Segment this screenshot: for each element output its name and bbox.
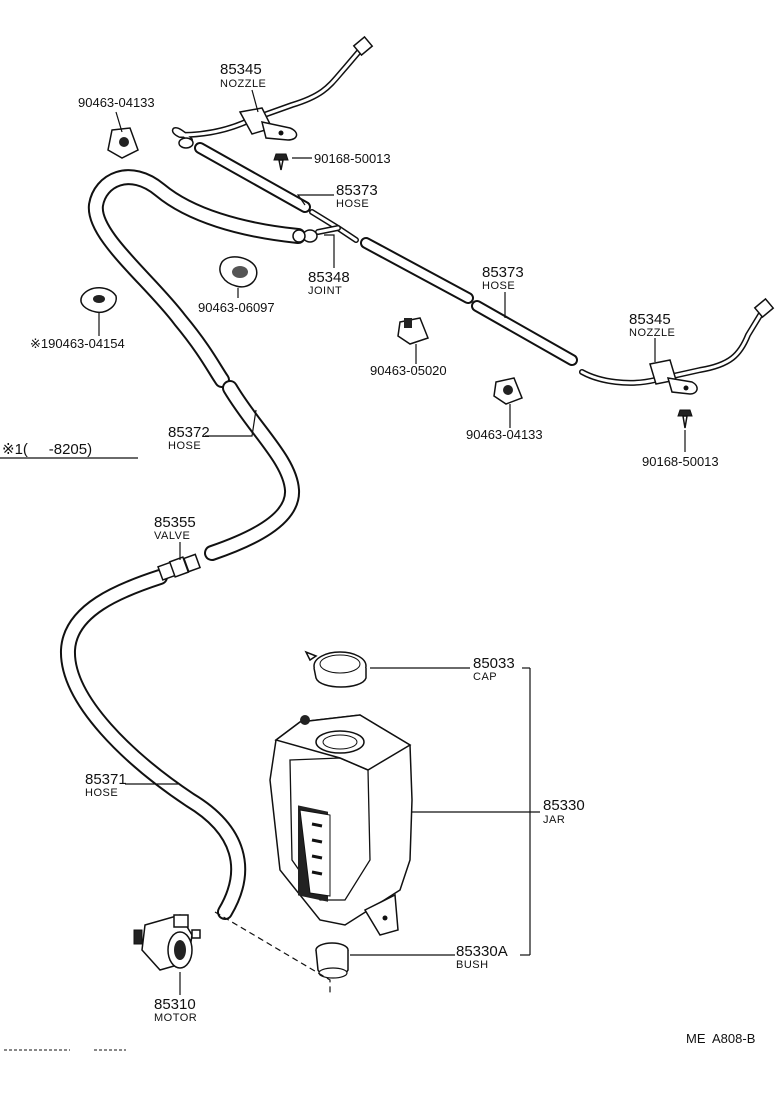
clip-mid-drawing: [397, 317, 429, 345]
clip-left-drawing: [107, 127, 139, 159]
label-clip-mid-num: 90463-05020: [370, 363, 447, 378]
label-valve-num: 85355: [154, 514, 196, 531]
label-motor-num: 85310: [154, 996, 196, 1013]
label-clip-star-num: ※190463-04154: [30, 336, 125, 351]
label-nozzle-left-num: 85345: [220, 61, 262, 78]
label-hose-lower-num: 85371: [85, 771, 127, 788]
valve-drawing: [157, 553, 201, 581]
label-jar-num: 85330: [543, 797, 585, 814]
label-hose-mid-num: 85372: [168, 424, 210, 441]
label-hose-upper-name: HOSE: [336, 198, 369, 210]
label-valve-name: VALVE: [154, 530, 190, 542]
screw-right-drawing: [677, 409, 693, 429]
leader-lines: [0, 89, 686, 995]
label-nozzle-right-name: NOZZLE: [629, 327, 675, 339]
label-hose-mid-name: HOSE: [168, 440, 201, 452]
nozzle-left-drawing: [171, 35, 374, 149]
label-clip-right-num: 90463-04133: [466, 427, 543, 442]
label-clip-left-num: 90463-04133: [78, 95, 155, 110]
label-bush-name: BUSH: [456, 959, 489, 971]
joint-drawing: [292, 209, 359, 243]
label-nozzle-left-name: NOZZLE: [220, 78, 266, 90]
clip-star-drawing: [80, 287, 117, 314]
hose-85371-drawing: [60, 569, 247, 920]
grommet-drawing: [219, 256, 258, 288]
label-screw-left-num: 90168-50013: [314, 151, 391, 166]
hose-85373-upper-drawing: [194, 142, 311, 213]
clip-right-drawing: [493, 377, 523, 405]
label-hose-lower-name: HOSE: [85, 787, 118, 799]
motor-drawing: [133, 914, 201, 971]
page-code: ME A808-B: [686, 1031, 755, 1046]
label-bush-num: 85330A: [456, 943, 508, 960]
label-nozzle-right-num: 85345: [629, 311, 671, 328]
bush-drawing: [315, 942, 349, 979]
label-cap-num: 85033: [473, 655, 515, 672]
hose-85373-right-drawing: [360, 237, 578, 366]
label-hose-right-name: HOSE: [482, 280, 515, 292]
label-cap-name: CAP: [473, 671, 497, 683]
label-grommet-num: 90463-06097: [198, 300, 275, 315]
cap-drawing: [304, 650, 367, 688]
assembly-dashed-line: [214, 911, 331, 995]
label-jar-name: JAR: [543, 814, 565, 826]
nozzle-right-drawing: [579, 297, 775, 395]
hose-85372-drawing: [87, 169, 306, 561]
jar-drawing: [269, 714, 413, 936]
label-hose-upper-num: 85373: [336, 182, 378, 199]
label-footnote: ※1( -8205): [2, 441, 92, 458]
label-hose-right-num: 85373: [482, 264, 524, 281]
label-screw-right-num: 90168-50013: [642, 454, 719, 469]
label-motor-name: MOTOR: [154, 1012, 197, 1024]
label-joint-name: JOINT: [308, 285, 342, 297]
label-joint-num: 85348: [308, 269, 350, 286]
screw-left-drawing: [273, 153, 289, 171]
